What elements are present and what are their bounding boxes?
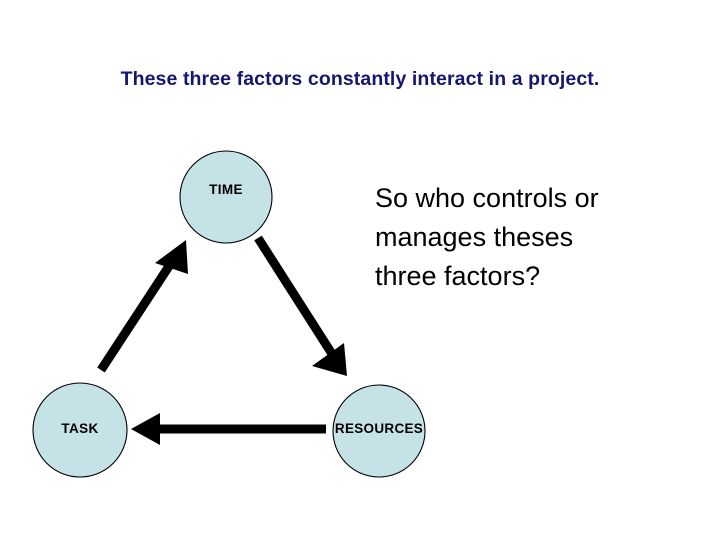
slide-title: These three factors constantly interact … [120, 68, 600, 90]
arrow-resources-to-task [131, 413, 326, 445]
node-circle-time[interactable] [179, 150, 273, 244]
arrow-time-to-resources [254, 235, 347, 376]
node-label-resources: RESOURCES [334, 421, 424, 436]
body-text-block: So who controls or manages theses three … [375, 179, 675, 296]
node-circle-task[interactable] [32, 382, 128, 478]
node-label-time: TIME [209, 182, 243, 197]
body-text-line-1: So who controls or [375, 183, 599, 213]
node-circle-resources[interactable] [332, 384, 426, 478]
body-text-line-3: three factors? [375, 261, 541, 291]
arrow-task-to-time [97, 240, 188, 373]
node-label-task: TASK [61, 421, 99, 436]
body-text-line-2: manages theses [375, 222, 574, 252]
